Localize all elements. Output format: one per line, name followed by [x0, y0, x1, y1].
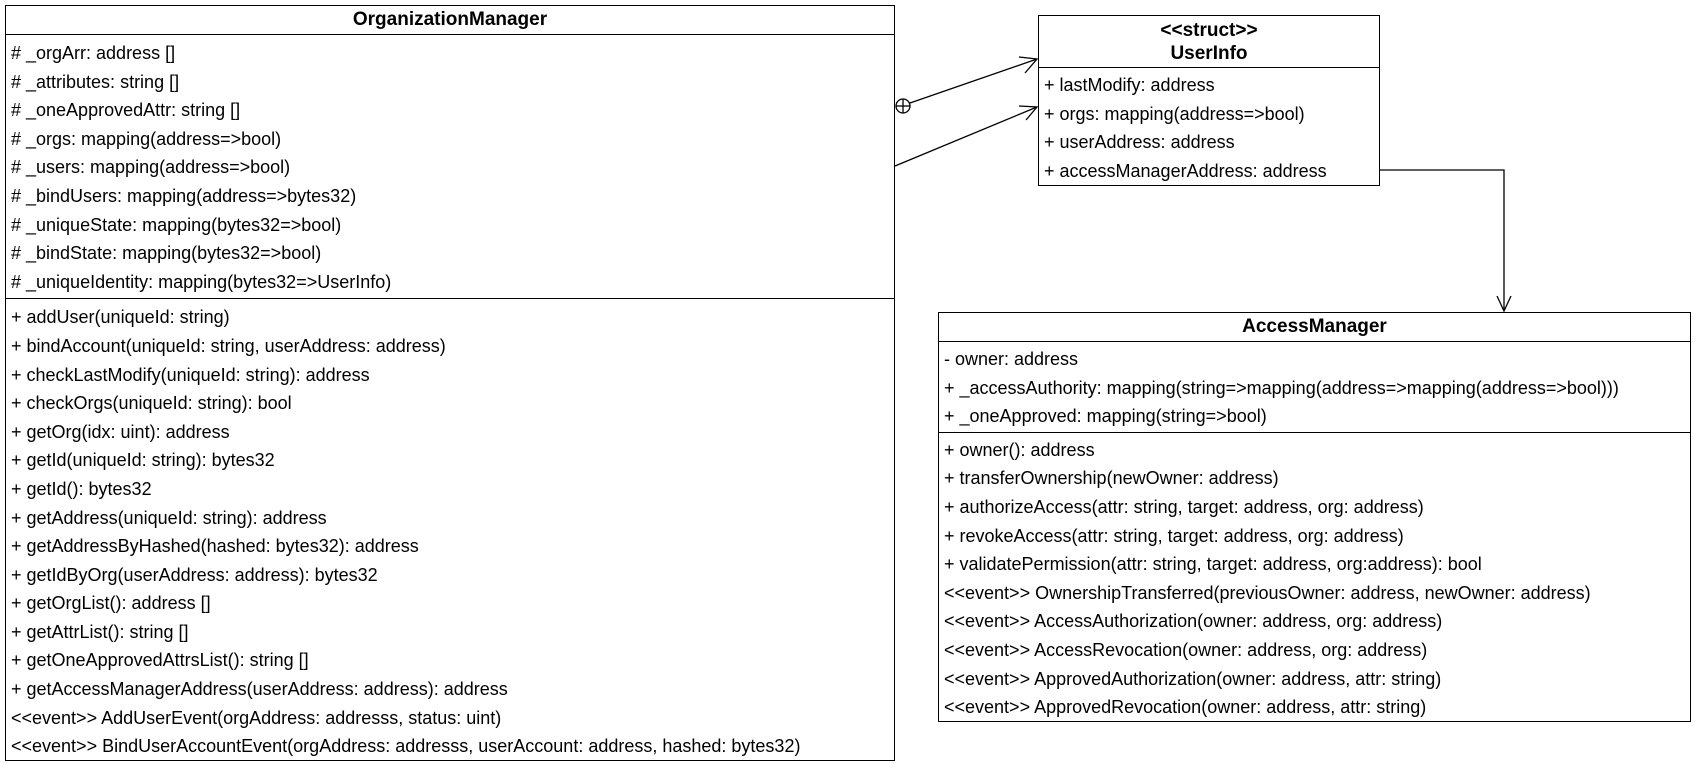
operation-row: + getAttrList(): string []	[11, 621, 189, 642]
operation-row: + addUser(uniqueId: string)	[11, 307, 230, 328]
operation-row: + getIdByOrg(userAddress: address): byte…	[11, 564, 378, 585]
association-orgmanager-userinfo	[894, 105, 1039, 167]
arrow-head-icon	[1496, 295, 1512, 313]
arrow-head-icon	[1018, 105, 1039, 121]
event-row: <<event>> ApprovedAuthorization(owner: a…	[944, 668, 1442, 689]
operation-row: + getOneApprovedAttrsList(): string []	[11, 650, 309, 671]
operation-row: + bindAccount(uniqueId: string, userAddr…	[11, 335, 446, 356]
attribute-row: - owner: address	[944, 349, 1079, 369]
operation-row: + owner(): address	[944, 439, 1095, 460]
operation-row: + getAddress(uniqueId: string): address	[11, 507, 327, 528]
struct-header: <<struct>> UserInfo	[1039, 16, 1379, 68]
attribute-row: # _attributes: string []	[11, 71, 180, 92]
attribute-row: + lastModify: address	[1044, 75, 1215, 95]
attribute-row: # _orgs: mapping(address=>bool)	[11, 128, 282, 149]
operation-row: + checkLastModify(uniqueId: string): add…	[11, 364, 370, 385]
operation-row: + validatePermission(attr: string, targe…	[944, 554, 1482, 575]
attributes-section: - owner: address + _accessAuthority: map…	[939, 342, 1690, 433]
class-name: AccessManager	[939, 313, 1690, 342]
attributes-section: + lastModify: address + orgs: mapping(ad…	[1039, 68, 1379, 185]
attribute-row: # _users: mapping(address=>bool)	[11, 157, 291, 178]
operations-section: + addUser(uniqueId: string) + bindAccoun…	[6, 299, 894, 763]
event-row: <<event>> AccessRevocation(owner: addres…	[944, 639, 1428, 660]
stereotype-label: <<struct>>	[1160, 20, 1258, 41]
class-name: OrganizationManager	[6, 6, 894, 35]
event-row: <<event>> OwnershipTransferred(previousO…	[944, 582, 1591, 603]
attribute-row: # _uniqueState: mapping(bytes32=>bool)	[11, 214, 342, 235]
attribute-row: + _oneApproved: mapping(string=>bool)	[944, 406, 1267, 427]
class-name: UserInfo	[1170, 43, 1248, 64]
operation-row: + authorizeAccess(attr: string, target: …	[944, 496, 1424, 517]
struct-user-info[interactable]: <<struct>> UserInfo + lastModify: addres…	[1038, 15, 1380, 186]
operation-row: + getAddressByHashed(hashed: bytes32): a…	[11, 536, 419, 557]
attribute-row: + _accessAuthority: mapping(string=>mapp…	[944, 377, 1619, 398]
attribute-row: + userAddress: address	[1044, 132, 1235, 153]
operation-row: + getId(): bytes32	[11, 478, 152, 499]
arrow-head-icon	[1018, 56, 1039, 74]
attributes-section: # _orgArr: address [] # _attributes: str…	[6, 35, 894, 300]
attribute-row: + orgs: mapping(address=>bool)	[1044, 103, 1305, 124]
association-userinfo-accessmanager	[1380, 169, 1512, 313]
attribute-row: # _bindState: mapping(bytes32=>bool)	[11, 243, 322, 264]
attribute-row: + accessManagerAddress: address	[1044, 160, 1327, 181]
nesting-relation	[895, 56, 1039, 114]
operation-row: + getOrgList(): address []	[11, 593, 211, 614]
operation-row: + getOrg(idx: uint): address	[11, 421, 230, 442]
attribute-row: # _orgArr: address []	[11, 43, 176, 63]
class-organization-manager[interactable]: OrganizationManager # _orgArr: address […	[5, 5, 895, 761]
event-row: <<event>> BindUserAccountEvent(orgAddres…	[11, 736, 801, 757]
event-row: <<event>> ApprovedRevocation(owner: addr…	[944, 697, 1427, 718]
attribute-row: # _oneApprovedAttr: string []	[11, 100, 241, 121]
operation-row: + revokeAccess(attr: string, target: add…	[944, 525, 1404, 546]
operations-section: + owner(): address + transferOwnership(n…	[939, 433, 1690, 723]
attribute-row: # _bindUsers: mapping(address=>bytes32)	[11, 185, 357, 206]
event-row: <<event>> AddUserEvent(orgAddress: addre…	[11, 707, 502, 728]
operation-row: + getId(uniqueId: string): bytes32	[11, 450, 275, 471]
event-row: <<event>> AccessAuthorization(owner: add…	[944, 611, 1443, 632]
operation-row: + transferOwnership(newOwner: address)	[944, 468, 1279, 489]
operation-row: + checkOrgs(uniqueId: string): bool	[11, 393, 292, 414]
operation-row: + getAccessManagerAddress(userAddress: a…	[11, 679, 508, 700]
attribute-row: # _uniqueIdentity: mapping(bytes32=>User…	[11, 271, 392, 292]
class-access-manager[interactable]: AccessManager - owner: address + _access…	[938, 312, 1691, 722]
